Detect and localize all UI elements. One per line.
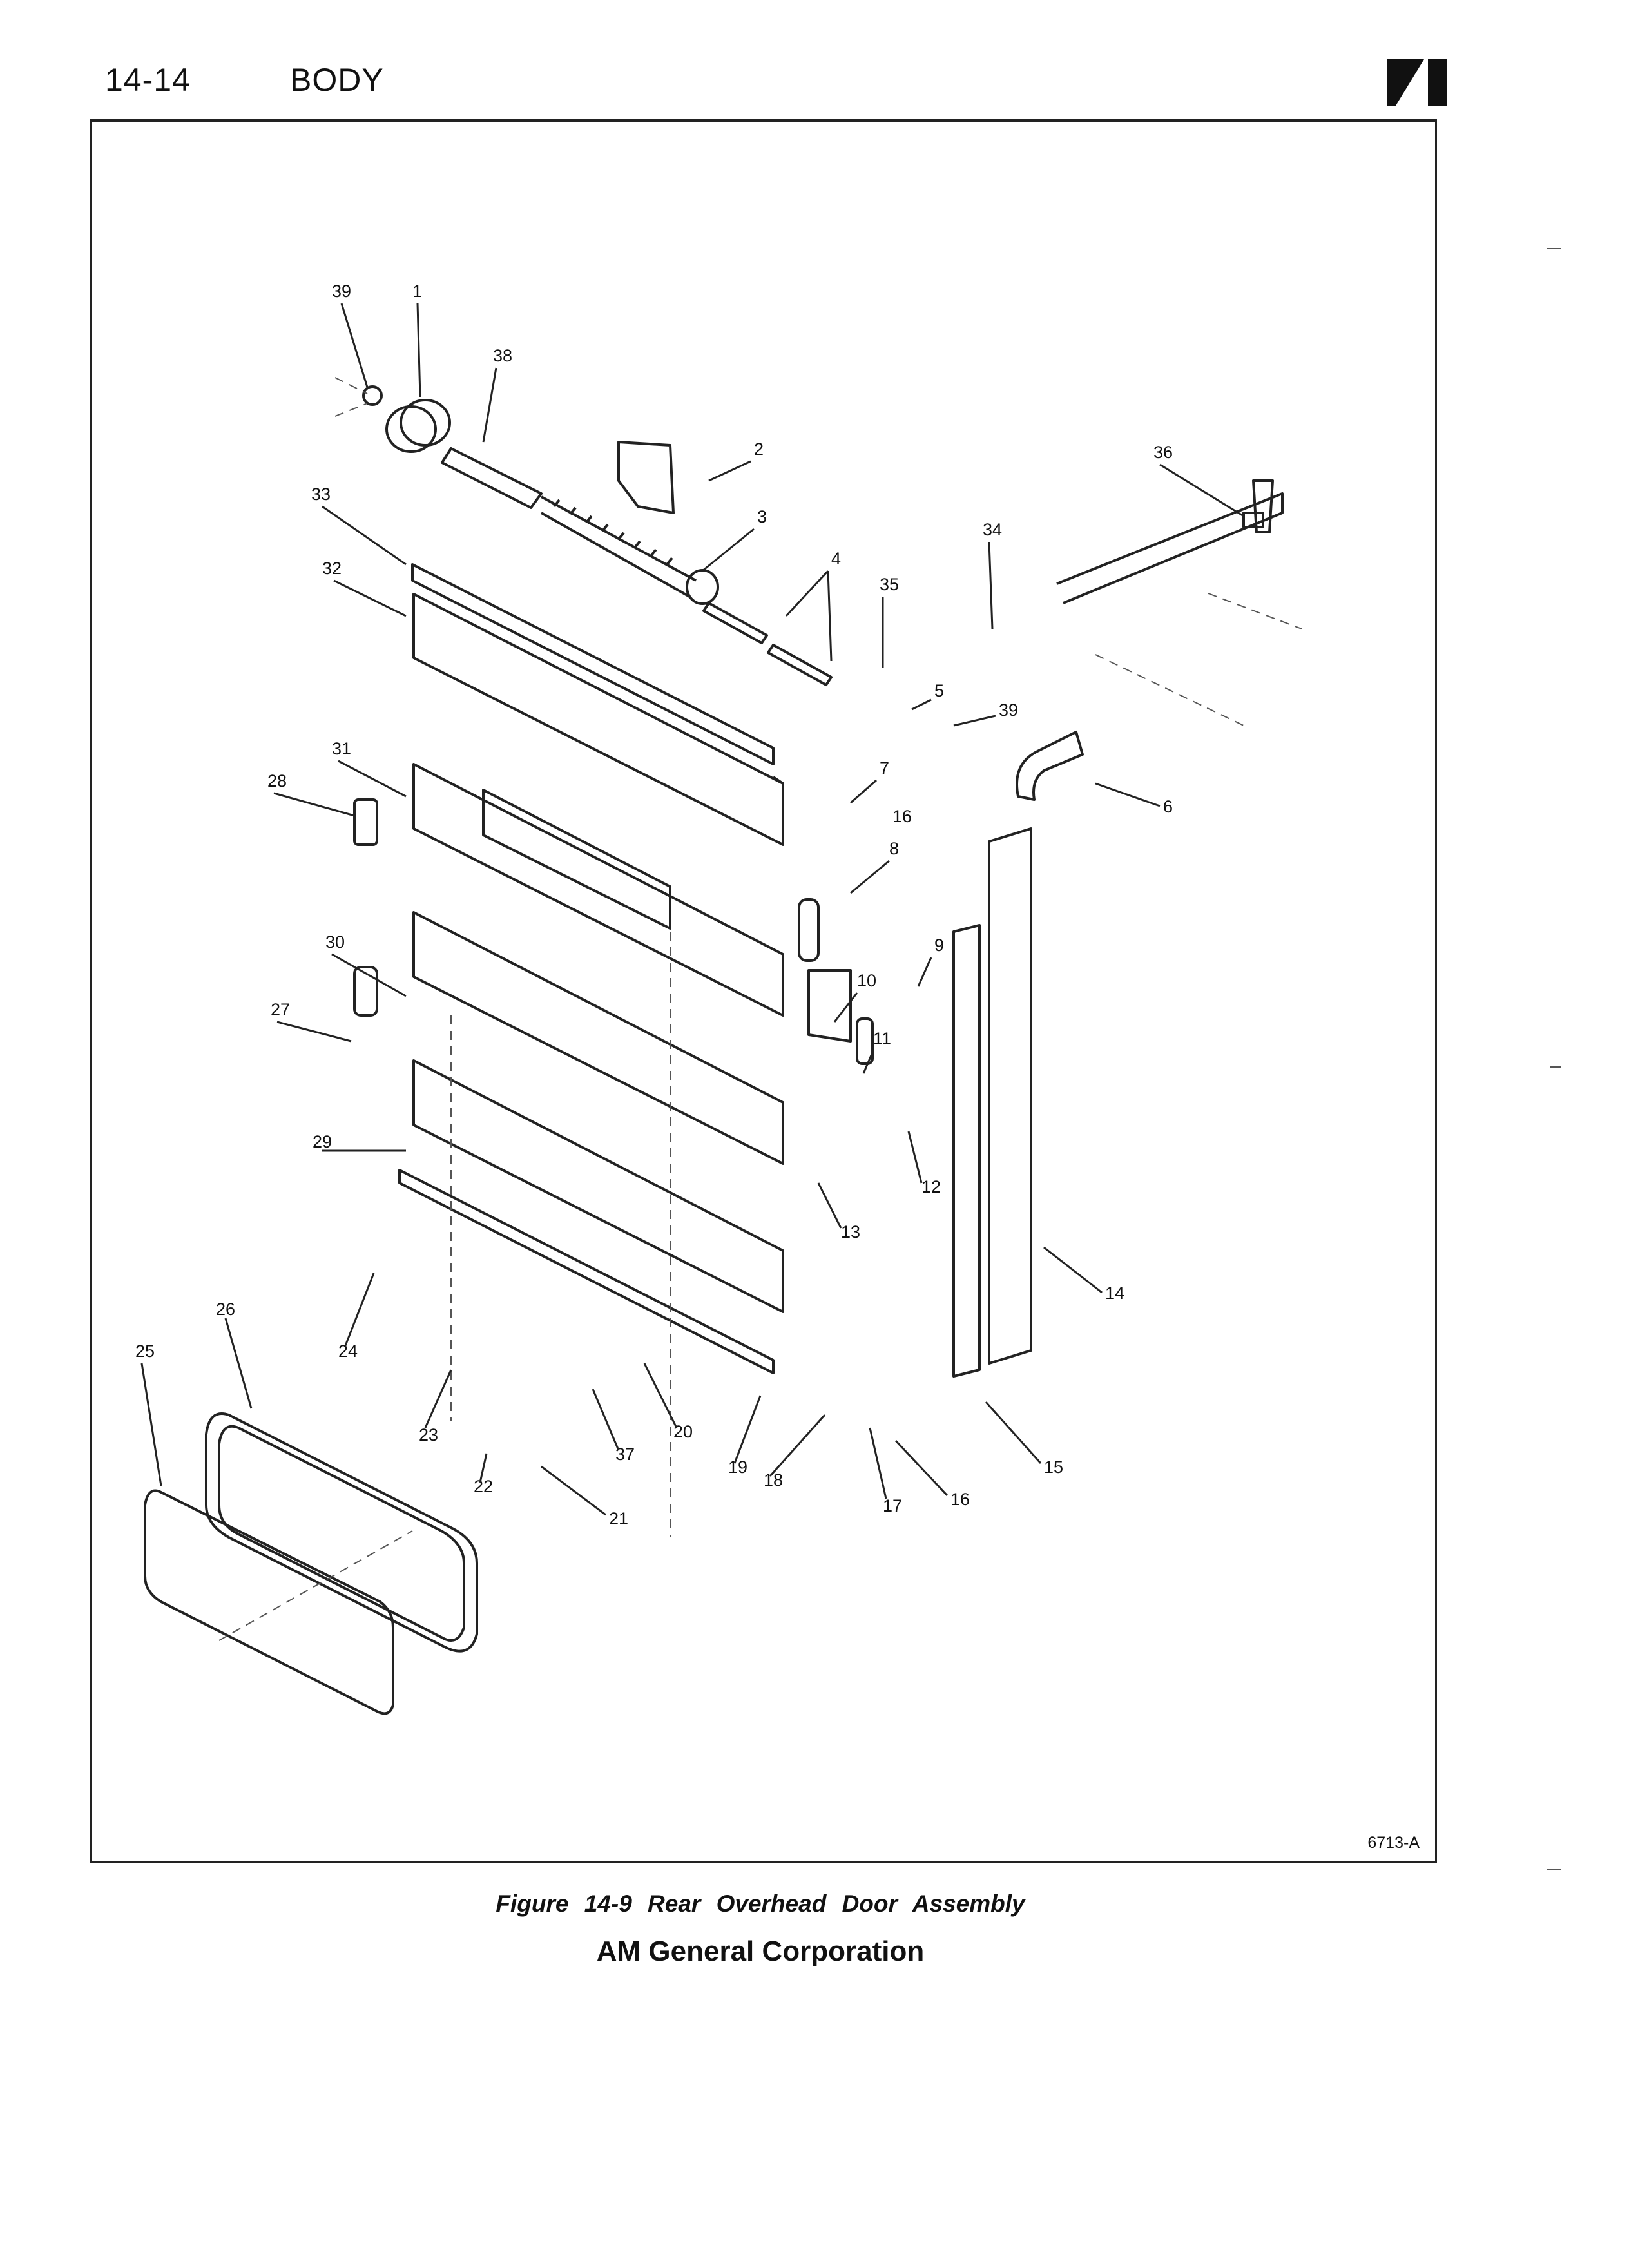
svg-text:37: 37 [615,1445,635,1464]
svg-text:30: 30 [325,932,345,952]
svg-text:1: 1 [412,282,422,301]
margin-mark [1547,248,1561,249]
door-panel-middle [412,911,784,1165]
svg-text:25: 25 [135,1341,155,1361]
section-title: BODY [290,62,384,98]
svg-text:23: 23 [419,1425,438,1445]
svg-text:11: 11 [873,1029,891,1048]
spring-part [541,495,719,605]
latch-part [798,898,874,1065]
door-panel-lower [412,1059,784,1313]
svg-text:15: 15 [1044,1457,1063,1477]
svg-text:14: 14 [1105,1283,1124,1303]
top-rail-part [411,563,775,765]
door-panel-top [412,593,784,846]
svg-text:22: 22 [474,1477,493,1496]
shaft-part [441,447,543,509]
svg-text:3: 3 [757,507,767,526]
svg-text:12: 12 [921,1177,941,1196]
header-rule [90,119,1437,120]
svg-text:38: 38 [493,346,512,365]
svg-text:35: 35 [880,575,899,594]
svg-text:27: 27 [271,1000,290,1019]
company-name: AM General Corporation [596,1936,925,1967]
svg-text:31: 31 [332,739,351,758]
figure-caption: Figure 14-9 Rear Overhead Door Assembly [496,1890,1025,1917]
svg-text:32: 32 [322,559,342,578]
pin-parts [702,602,833,686]
top-bracket-part [1242,479,1274,533]
svg-text:8: 8 [889,839,899,858]
svg-text:20: 20 [673,1422,693,1441]
svg-text:39: 39 [999,700,1018,720]
svg-text:29: 29 [313,1132,332,1151]
svg-text:21: 21 [609,1509,628,1528]
svg-text:17: 17 [883,1496,902,1515]
svg-text:10: 10 [857,971,876,990]
svg-text:9: 9 [934,936,944,955]
margin-mark [1547,1869,1561,1870]
svg-text:36: 36 [1153,443,1173,462]
svg-text:34: 34 [983,520,1002,539]
svg-text:16: 16 [892,807,912,826]
svg-text:6: 6 [1163,797,1173,816]
svg-text:24: 24 [338,1341,358,1361]
door-panel-window [412,763,784,1017]
figure-frame: 6713-A [90,120,1437,1863]
svg-text:39: 39 [332,282,351,301]
bottom-rail-part [398,1169,775,1374]
hinge-part [353,798,378,1017]
page-number: 14-14 [105,62,191,98]
figure-code: 6713-A [1367,1834,1420,1852]
brand-logo-icon [1387,59,1447,106]
svg-text:26: 26 [216,1300,235,1319]
svg-text:4: 4 [831,549,841,568]
track-part [952,492,1284,1378]
bracket-plate-part [617,441,675,514]
svg-text:13: 13 [841,1222,860,1242]
svg-text:19: 19 [728,1457,747,1477]
svg-text:5: 5 [934,681,944,700]
svg-text:33: 33 [311,485,331,504]
window-glass-part [144,1489,394,1715]
svg-text:7: 7 [880,758,889,778]
svg-text:28: 28 [267,771,287,791]
svg-text:2: 2 [754,439,764,459]
roller-part [362,385,451,453]
margin-mark [1550,1066,1561,1068]
svg-text:16: 16 [950,1490,970,1509]
window-seal-part [205,1412,478,1653]
